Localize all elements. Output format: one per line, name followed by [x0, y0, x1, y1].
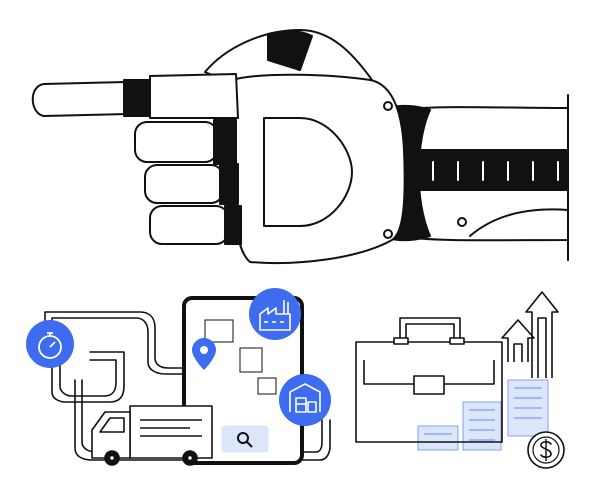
delivery-truck-icon: [91, 405, 213, 466]
factory-icon: [249, 288, 301, 340]
briefcase-icon: [355, 317, 503, 443]
robot-index-finger: [31, 73, 239, 119]
location-pin-icon: [192, 338, 216, 370]
robot-folded-fingers: [134, 119, 242, 245]
search-icon: [237, 432, 253, 448]
warehouse-icon: [279, 374, 331, 426]
growth-arrows-icon: [501, 291, 559, 378]
stopwatch-icon: [26, 320, 74, 368]
dollar-coin-icon: [527, 431, 565, 469]
robot-hand-pointing-icon: [31, 29, 569, 265]
search-box: [221, 425, 269, 453]
